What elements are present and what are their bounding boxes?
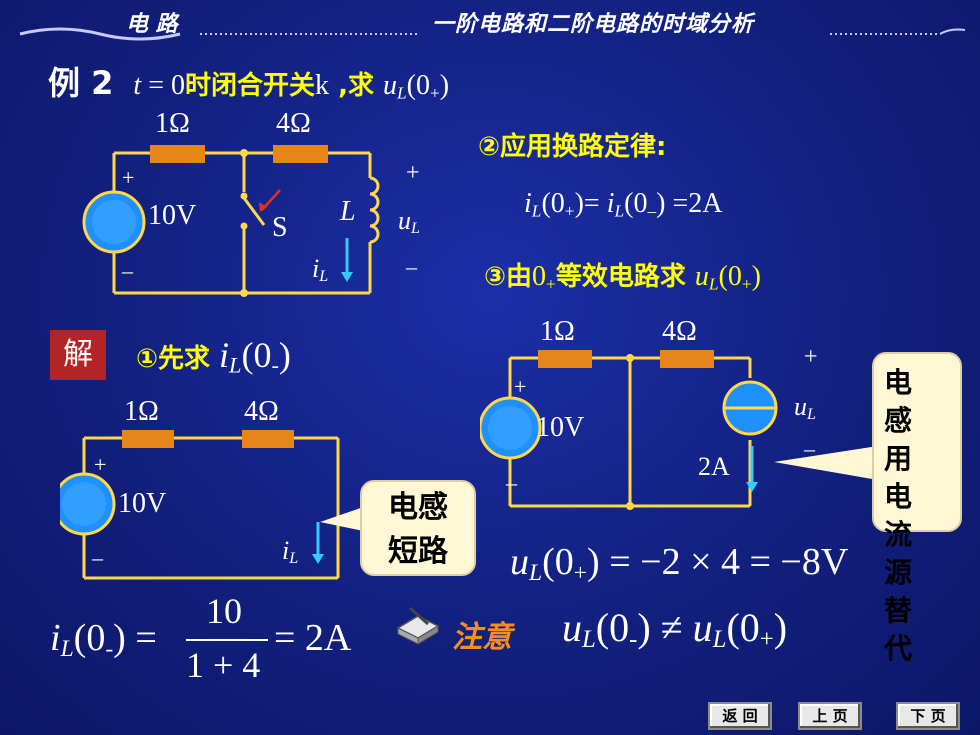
fraction-bar bbox=[186, 639, 268, 641]
label-voltage: 10V bbox=[148, 200, 197, 231]
circuit-1-diagram bbox=[82, 145, 380, 297]
label-uL-minus: – bbox=[406, 254, 417, 279]
switch-blade bbox=[242, 197, 266, 226]
note-label: 注意 bbox=[452, 620, 512, 655]
equation-iL-result: = 2A bbox=[274, 617, 352, 659]
circuit-2-diagram bbox=[60, 430, 340, 580]
label-uL-plus: + bbox=[406, 160, 420, 186]
header-title-right: 一阶电路和二阶电路的时域分析 bbox=[432, 11, 755, 37]
circuit-3-diagram bbox=[480, 350, 778, 510]
callout-inductor-short: 电感 短路 bbox=[360, 480, 476, 576]
header-title-left: 电 路 bbox=[126, 11, 178, 37]
label-minus-c2: – bbox=[92, 545, 103, 570]
fraction-denominator: 1 + 4 bbox=[186, 645, 261, 685]
note-inequality: uL(0-) ≠ uL(0+) bbox=[562, 605, 788, 654]
label-r2: 4Ω bbox=[276, 108, 311, 139]
resistor-1ohm-c2 bbox=[122, 430, 174, 448]
label-switch: S bbox=[272, 212, 288, 243]
step2-title: ②应用换路定律: bbox=[478, 132, 667, 162]
example-problem: 例 2 t = 0时闭合开关k ,求 uL(0+) bbox=[48, 64, 450, 103]
label-r1-c3: 1Ω bbox=[540, 316, 575, 347]
label-minus-c3: – bbox=[506, 470, 517, 495]
equation-iL-lhs: iL(0-) = bbox=[50, 617, 157, 662]
label-plus-c3: + bbox=[514, 374, 527, 399]
fraction-numerator: 10 bbox=[206, 591, 242, 631]
label-r1: 1Ω bbox=[155, 108, 190, 139]
label-r2-c3: 4Ω bbox=[662, 316, 697, 347]
resistor-4ohm bbox=[273, 145, 328, 163]
label-uL-minus-c3: – bbox=[804, 436, 815, 461]
callout-current-source-text: 电感用电流源替代 bbox=[884, 366, 913, 665]
callout-current-source bbox=[872, 352, 962, 532]
label-inductor: L bbox=[340, 196, 356, 227]
step3-title: ③由0+等效电路求 uL(0+) bbox=[484, 261, 761, 294]
label-minus: – bbox=[122, 258, 133, 283]
bubble-2-tail bbox=[774, 446, 878, 480]
back-button[interactable]: 返 回 bbox=[708, 702, 772, 730]
solution-badge: 解 bbox=[50, 330, 106, 380]
label-plus: + bbox=[122, 165, 135, 190]
resistor-4ohm-c3 bbox=[660, 350, 714, 368]
step1-title: ①先求 iL(0-) bbox=[136, 335, 291, 378]
label-current-source: 2A bbox=[698, 452, 730, 481]
resistor-4ohm-c2 bbox=[242, 430, 294, 448]
label-uL-plus-c3: + bbox=[804, 344, 818, 370]
inductor-coil bbox=[369, 176, 380, 244]
resistor-1ohm-c3 bbox=[538, 350, 592, 368]
label-r2-c2: 4Ω bbox=[244, 396, 279, 427]
label-iL-1: iL bbox=[312, 254, 329, 286]
next-page-button[interactable]: 下 页 bbox=[896, 702, 960, 730]
example-label: 例 2 bbox=[48, 64, 114, 102]
step2-equation: iL(0+)= iL(0–) =2A bbox=[524, 188, 723, 221]
header-decoration bbox=[19, 27, 966, 41]
label-uL-c3: uL bbox=[794, 392, 816, 424]
prev-page-button[interactable]: 上 页 bbox=[798, 702, 862, 730]
label-uL-1: uL bbox=[398, 206, 420, 238]
label-plus-c2: + bbox=[94, 452, 107, 477]
equation-uL-result: uL(0+) = −2 × 4 = −8V bbox=[510, 541, 849, 586]
book-icon bbox=[396, 606, 440, 645]
label-iL-c2: iL bbox=[282, 536, 299, 568]
resistor-1ohm bbox=[150, 145, 205, 163]
label-voltage-c2: 10V bbox=[118, 488, 167, 519]
label-voltage-c3: 10V bbox=[536, 412, 585, 443]
label-r1-c2: 1Ω bbox=[124, 396, 159, 427]
